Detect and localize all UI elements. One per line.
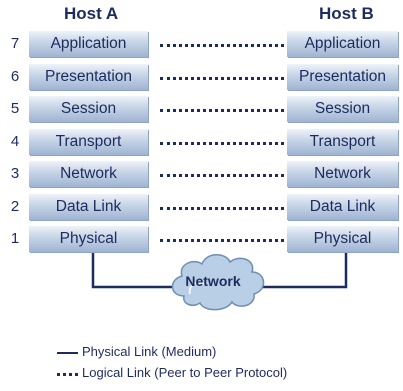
host-b-layer-data-link: Data Link <box>287 194 398 220</box>
logical-link-dots <box>160 239 284 242</box>
layer-number: 7 <box>10 35 20 52</box>
host-a-layer-data-link: Data Link <box>29 194 148 220</box>
layer-number: 4 <box>10 133 20 150</box>
layer-number: 1 <box>10 230 20 247</box>
layer-number: 3 <box>10 165 20 182</box>
host-a-title: Host A <box>64 4 119 23</box>
logical-link-dots <box>160 44 284 47</box>
host-a-layer-physical: Physical <box>29 226 148 252</box>
network-cloud-label: Network <box>185 273 241 289</box>
legend-physical-link: Physical Link (Medium) <box>82 344 217 359</box>
logical-link-dots <box>160 109 284 112</box>
host-a-layer-application: Application <box>29 31 148 57</box>
host-a-layer-transport: Transport <box>29 129 148 155</box>
layer-number: 2 <box>10 198 20 215</box>
host-b-layer-transport: Transport <box>287 129 398 155</box>
network-cloud-icon <box>171 254 265 311</box>
host-b-layer-network: Network <box>287 161 398 187</box>
logical-link-dots <box>160 174 284 177</box>
host-a-layer-presentation: Presentation <box>29 64 148 90</box>
layer-number: 6 <box>10 68 20 85</box>
host-b-layer-presentation: Presentation <box>287 64 398 90</box>
host-a-layer-session: Session <box>29 96 148 122</box>
logical-link-dots <box>160 142 284 145</box>
host-a-layer-network: Network <box>29 161 148 187</box>
host-b-layer-session: Session <box>287 96 398 122</box>
legend-dotted-line <box>57 373 78 376</box>
layer-number: 5 <box>10 100 20 117</box>
host-b-layer-physical: Physical <box>287 226 398 252</box>
legend-solid-line <box>57 352 78 354</box>
physical-link-host-b <box>252 253 348 289</box>
logical-link-dots <box>160 77 284 80</box>
host-b-layer-application: Application <box>287 31 398 57</box>
legend-logical-link: Logical Link (Peer to Peer Protocol) <box>82 365 288 380</box>
logical-link-dots <box>160 207 284 210</box>
physical-link-host-a <box>91 253 182 289</box>
host-b-title: Host B <box>319 4 374 23</box>
